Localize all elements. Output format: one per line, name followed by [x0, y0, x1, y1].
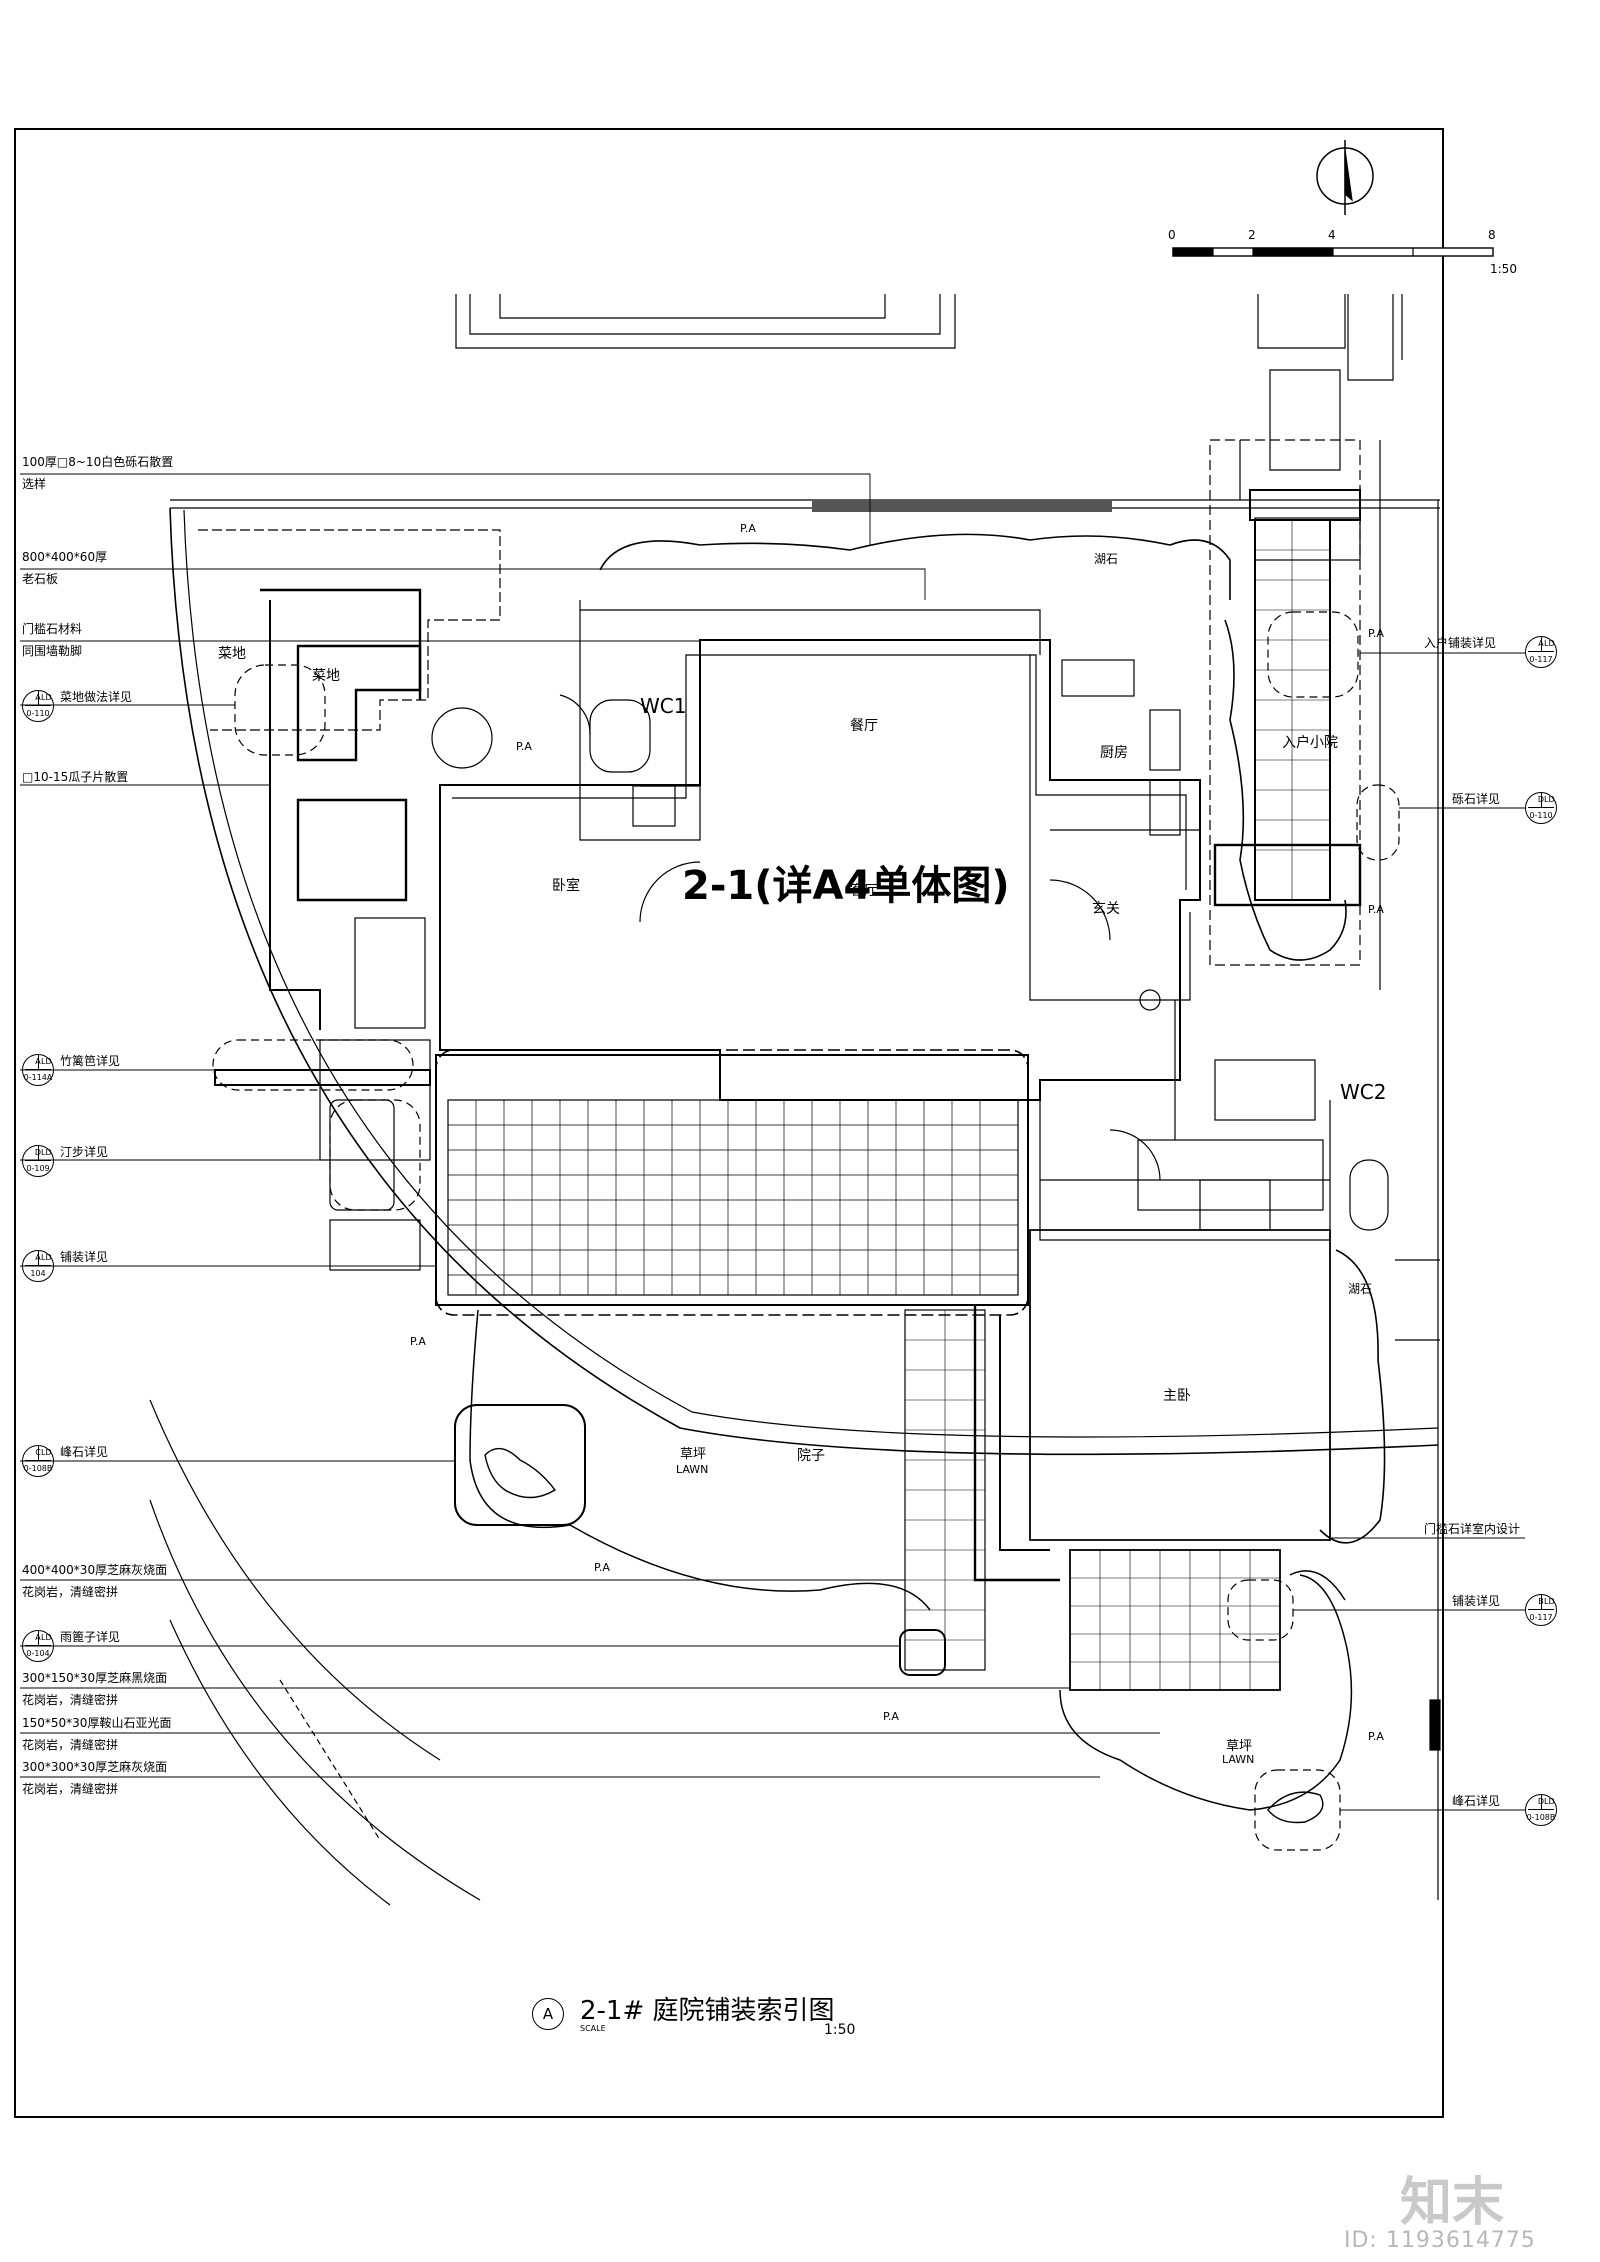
room-master: 主卧: [1163, 1388, 1191, 1404]
veg-garden-1: 菜地: [218, 646, 246, 662]
pa-label: P.A: [1368, 903, 1384, 916]
scale-ratio: 1:50: [1490, 262, 1517, 276]
room-kitchen: 厨房: [1100, 745, 1128, 761]
note-veg-detail: 菜地做法详见: [60, 690, 133, 704]
room-wc2: WC2: [1340, 1080, 1387, 1104]
terrace-tile-grid: [435, 1049, 1029, 1316]
title-scale-word: SCALE: [580, 2024, 606, 2033]
note-granite-1a: 400*400*30厚芝麻灰烧面: [22, 1563, 168, 1577]
title-index-circle: A: [532, 1998, 564, 2030]
note-stepping-stone: 汀步详见: [60, 1145, 109, 1159]
scale-tick-4: 4: [1328, 228, 1336, 242]
note-gravel-1: 100厚□8~10白色砾石散置: [22, 455, 174, 469]
note-threshold-interior: 门槛石详室内设计: [1424, 1522, 1521, 1536]
title-scale: 1:50: [824, 2022, 856, 2038]
pa-label: P.A: [740, 522, 756, 535]
scale-tick-0: 0: [1168, 228, 1176, 242]
drawing-frame: [14, 128, 1444, 2118]
lawn-1: 草坪: [680, 1447, 707, 1462]
note-granite-4b: 花岗岩，清缝密拼: [22, 1782, 119, 1796]
leader-lines: [20, 473, 1525, 1811]
note-granite-4a: 300*300*30厚芝麻灰烧面: [22, 1760, 168, 1774]
note-threshold-2: 同围墙勒脚: [22, 644, 83, 658]
lawn-2-en: LAWN: [1222, 1753, 1255, 1766]
note-slab-2: 老石板: [22, 572, 59, 586]
note-paving-detail-b: 铺装详见: [1452, 1594, 1501, 1608]
note-granite-3a: 150*50*30厚鞍山石亚光面: [22, 1716, 172, 1730]
room-foyer: 玄关: [1092, 901, 1120, 917]
pa-label: P.A: [594, 1561, 610, 1574]
room-living: 客厅: [850, 883, 878, 899]
north-arrow-icon: [1316, 140, 1374, 215]
room-bedroom: 卧室: [552, 878, 580, 894]
unit-reference-label: 2-1(详A4单体图): [682, 863, 1010, 909]
pa-label: P.A: [410, 1335, 426, 1348]
note-slab-1: 800*400*60厚: [22, 550, 108, 564]
room-wc1: WC1: [640, 694, 687, 718]
scale-tick-2: 2: [1248, 228, 1256, 242]
room-dining: 餐厅: [850, 718, 878, 734]
note-granite-2b: 花岗岩，清缝密拼: [22, 1693, 119, 1707]
rock-label-1: 湖石: [1094, 552, 1119, 566]
pa-label: P.A: [1368, 1730, 1384, 1743]
drawing-title: 2-1# 庭院铺装索引图: [580, 1996, 835, 2026]
pa-label: P.A: [883, 1710, 899, 1723]
watermark-logo: 知末: [1400, 2173, 1505, 2233]
note-granite-2a: 300*150*30厚芝麻黑烧面: [22, 1671, 168, 1685]
note-granite-3b: 花岗岩，清缝密拼: [22, 1738, 119, 1752]
watermark-id: ID: 1193614775: [1344, 2228, 1536, 2253]
note-peak-stone: 峰石详见: [60, 1445, 109, 1459]
note-melon-chips: □10-15瓜子片散置: [22, 770, 129, 784]
note-peak-stone-b: 峰石详见: [1452, 1794, 1501, 1808]
courtyard: 院子: [797, 1448, 825, 1464]
note-paving-detail: 铺装详见: [60, 1250, 109, 1264]
lawn-2: 草坪: [1226, 1739, 1253, 1754]
veg-garden-2: 菜地: [312, 668, 340, 684]
rock-label-2: 湖石: [1348, 1282, 1373, 1296]
note-threshold-1: 门槛石材料: [22, 622, 83, 636]
note-gravel-detail: 砾石详见: [1452, 792, 1501, 806]
entry-yard: 入户小院: [1282, 735, 1338, 751]
pa-label: P.A: [1368, 627, 1384, 640]
pa-label: P.A: [516, 740, 532, 753]
note-entry-paving: 入户铺装详见: [1424, 636, 1497, 650]
lawn-1-en: LAWN: [676, 1463, 709, 1476]
note-drain-grate: 雨篦子详见: [60, 1630, 121, 1644]
note-granite-1b: 花岗岩，清缝密拼: [22, 1585, 119, 1599]
scale-tick-8: 8: [1488, 228, 1496, 242]
scale-bar: [1172, 247, 1494, 257]
note-bamboo-fence: 竹篱笆详见: [60, 1054, 121, 1068]
note-gravel-2: 选样: [22, 477, 47, 491]
